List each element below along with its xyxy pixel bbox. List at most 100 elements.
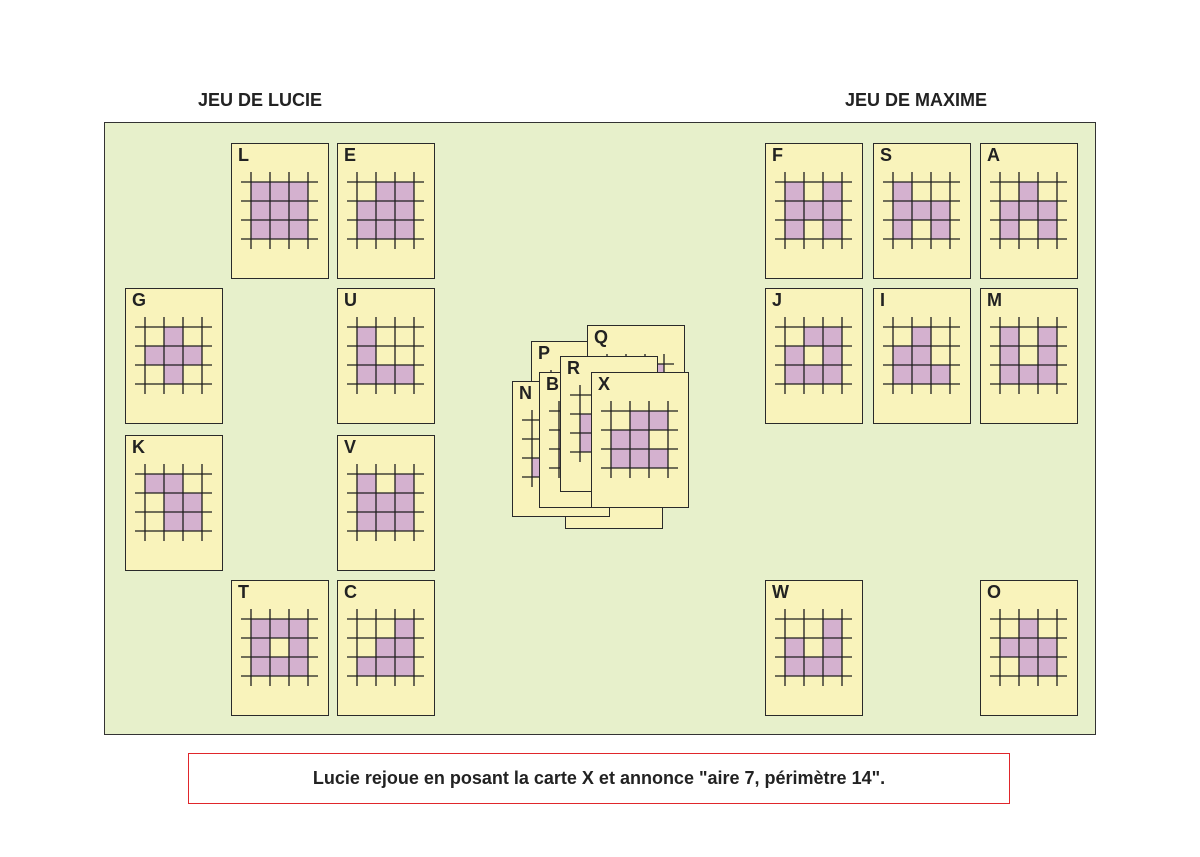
- shaded-cell: [823, 220, 842, 239]
- shaded-cell: [164, 327, 183, 346]
- card-w[interactable]: W: [765, 580, 863, 716]
- shaded-cell: [376, 493, 395, 512]
- card-letter: G: [132, 290, 147, 310]
- shaded-cell: [376, 182, 395, 201]
- card-f[interactable]: F: [765, 143, 863, 279]
- shaded-cell: [804, 657, 823, 676]
- card-letter: P: [538, 343, 551, 363]
- shaded-cell: [785, 638, 804, 657]
- shaded-cell: [145, 346, 164, 365]
- shaded-cell: [931, 201, 950, 220]
- shaded-cell: [289, 220, 308, 239]
- shaded-cell: [630, 449, 649, 468]
- card-u[interactable]: U: [337, 288, 435, 424]
- shaded-cell: [630, 430, 649, 449]
- shape-grid: [990, 172, 1067, 249]
- card-letter: I: [880, 290, 886, 310]
- shape-grid: [883, 172, 960, 249]
- shaded-cell: [649, 411, 668, 430]
- shaded-cell: [357, 365, 376, 384]
- card-i[interactable]: I: [873, 288, 971, 424]
- shaded-cell: [823, 182, 842, 201]
- shaded-cell: [649, 449, 668, 468]
- shaded-cell: [251, 220, 270, 239]
- shaded-cell: [1019, 182, 1038, 201]
- shaded-cell: [931, 220, 950, 239]
- shaded-cell: [823, 619, 842, 638]
- shaded-cell: [1038, 201, 1057, 220]
- shaded-cell: [893, 346, 912, 365]
- card-j[interactable]: J: [765, 288, 863, 424]
- shaded-cell: [1038, 220, 1057, 239]
- card-letter: Q: [594, 327, 609, 347]
- shaded-cell: [145, 474, 164, 493]
- card-l[interactable]: L: [231, 143, 329, 279]
- shaded-cell: [251, 638, 270, 657]
- shaded-cell: [1000, 327, 1019, 346]
- shaded-cell: [376, 657, 395, 676]
- shaded-cell: [912, 201, 931, 220]
- shaded-cell: [1000, 201, 1019, 220]
- shaded-cell: [804, 327, 823, 346]
- shape-grid: [241, 172, 318, 249]
- card-letter: O: [987, 582, 1002, 602]
- shaded-cell: [270, 182, 289, 201]
- shaded-cell: [164, 365, 183, 384]
- shaded-cell: [251, 182, 270, 201]
- shaded-cell: [1000, 346, 1019, 365]
- shaded-cell: [251, 201, 270, 220]
- card-letter: S: [880, 145, 893, 165]
- card-c[interactable]: C: [337, 580, 435, 716]
- shaded-cell: [357, 201, 376, 220]
- shaded-cell: [630, 411, 649, 430]
- card-letter: R: [567, 358, 580, 378]
- shaded-cell: [183, 346, 202, 365]
- card-o[interactable]: O: [980, 580, 1078, 716]
- shaded-cell: [1000, 365, 1019, 384]
- card-g[interactable]: G: [125, 288, 223, 424]
- card-letter: U: [344, 290, 357, 310]
- shaded-cell: [912, 346, 931, 365]
- shaded-cell: [164, 474, 183, 493]
- card-t[interactable]: T: [231, 580, 329, 716]
- shaded-cell: [357, 493, 376, 512]
- shape-grid: [347, 609, 424, 686]
- card-e[interactable]: E: [337, 143, 435, 279]
- shaded-cell: [804, 201, 823, 220]
- card-letter: N: [519, 383, 532, 403]
- shaded-cell: [164, 346, 183, 365]
- shaded-cell: [611, 449, 630, 468]
- shaded-cell: [357, 327, 376, 346]
- shape-grid: [990, 317, 1067, 394]
- card-v[interactable]: V: [337, 435, 435, 571]
- shaded-cell: [395, 220, 414, 239]
- shaded-cell: [785, 182, 804, 201]
- card-letter: X: [598, 374, 611, 394]
- shaded-cell: [376, 365, 395, 384]
- shaded-cell: [270, 201, 289, 220]
- card-m[interactable]: M: [980, 288, 1078, 424]
- shaded-cell: [251, 657, 270, 676]
- shaded-cell: [823, 201, 842, 220]
- card-s[interactable]: S: [873, 143, 971, 279]
- shaded-cell: [1038, 327, 1057, 346]
- shaded-cell: [823, 327, 842, 346]
- shaded-cell: [611, 430, 630, 449]
- shaded-cell: [164, 493, 183, 512]
- shaded-cell: [893, 201, 912, 220]
- card-letter: T: [238, 582, 249, 602]
- shaded-cell: [1038, 365, 1057, 384]
- shaded-cell: [1038, 657, 1057, 676]
- card-k[interactable]: K: [125, 435, 223, 571]
- shape-grid: [990, 609, 1067, 686]
- shaded-cell: [270, 220, 289, 239]
- message-text: Lucie rejoue en posant la carte X et ann…: [312, 768, 886, 788]
- shape-grid: [347, 317, 424, 394]
- shaded-cell: [395, 182, 414, 201]
- shape-grid: [135, 317, 212, 394]
- shape-grid: [601, 401, 678, 478]
- card-letter: W: [772, 582, 789, 602]
- card-a[interactable]: A: [980, 143, 1078, 279]
- card-x[interactable]: X: [591, 372, 689, 508]
